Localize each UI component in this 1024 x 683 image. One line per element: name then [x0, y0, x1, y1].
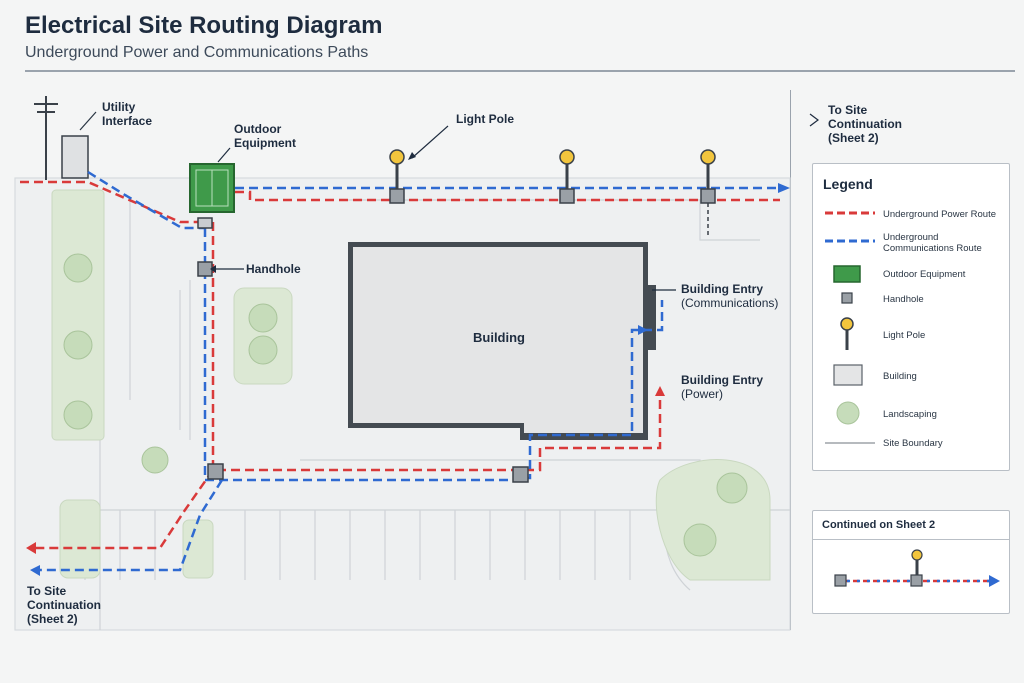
power-arrow-left — [26, 542, 36, 554]
equipment-box-icon — [833, 265, 861, 283]
entry-comms-sub: (Communications) — [681, 296, 779, 310]
continuation-panel: Continued on Sheet 2 — [812, 510, 1010, 614]
entry-comms-arrow — [638, 325, 648, 335]
handhole-icon — [197, 261, 213, 277]
entry-power-title: Building Entry — [681, 373, 763, 387]
comms-arrow-left — [30, 565, 40, 576]
light-pole-icon — [700, 149, 716, 204]
legend-item-label: Outdoor Equipment — [883, 269, 966, 280]
legend-item-label: Site Boundary — [883, 438, 943, 449]
legend-item-label: Building — [883, 371, 917, 382]
continuation-route-icon — [834, 549, 1000, 587]
site-continuation-right-label: To Site Continuation (Sheet 2) — [828, 103, 902, 145]
power-route — [20, 180, 780, 550]
handholes — [197, 217, 529, 483]
legend-title: Legend — [823, 176, 873, 192]
legend-item-label: Underground Communications Route — [883, 232, 982, 254]
utility-pole-icon — [34, 96, 58, 180]
outdoor-equipment-box — [189, 163, 235, 213]
entry-power-label: Building Entry (Power) — [681, 373, 763, 401]
handhole-label: Handhole — [246, 262, 301, 276]
legend-panel: Legend Underground Power Route Undergrou… — [812, 163, 1010, 471]
entry-power-sub: (Power) — [681, 387, 724, 401]
comms-line-icon — [825, 239, 875, 243]
utility-interface-label: Utility Interface — [102, 100, 153, 128]
legend-item-label: Light Pole — [883, 330, 926, 341]
site-continuation-left-label: To Site Continuation (Sheet 2) — [27, 584, 101, 626]
entry-power-arrow — [655, 386, 665, 396]
light-pole-icon — [389, 149, 405, 204]
header-divider — [25, 70, 1015, 72]
legend-item-label: Underground Power Route — [883, 209, 997, 220]
legend-item-label: Handhole — [883, 294, 924, 305]
landscaping — [51, 189, 771, 581]
building-label: Building — [473, 330, 525, 345]
page-subtitle: Underground Power and Communications Pat… — [25, 44, 369, 61]
handhole-icon — [207, 463, 224, 480]
entry-comms-label: Building Entry (Communications) — [681, 282, 778, 310]
light-pole-label: Light Pole — [456, 112, 514, 126]
entry-comms-title: Building Entry — [681, 282, 763, 296]
continuation-title: Continued on Sheet 2 — [822, 519, 936, 531]
handhole-icon — [197, 217, 213, 229]
handhole-icon — [512, 466, 529, 483]
comms-arrow-right — [778, 183, 790, 193]
tree-icon — [836, 401, 860, 425]
continuation-divider — [813, 539, 1009, 540]
handhole-square-icon — [841, 292, 853, 304]
boundary-line-icon — [825, 442, 875, 444]
building — [348, 242, 656, 440]
light-poles — [389, 149, 716, 204]
utility-interface-box — [61, 135, 89, 179]
legend-item-label: Landscaping — [883, 409, 937, 420]
page-title: Electrical Site Routing Diagram — [25, 12, 383, 39]
building-rect-icon — [833, 364, 863, 386]
light-pole-icon — [840, 317, 854, 350]
light-pole-icon — [559, 149, 575, 204]
power-line-icon — [825, 211, 875, 215]
outdoor-equipment-label: Outdoor Equipment — [234, 122, 296, 150]
